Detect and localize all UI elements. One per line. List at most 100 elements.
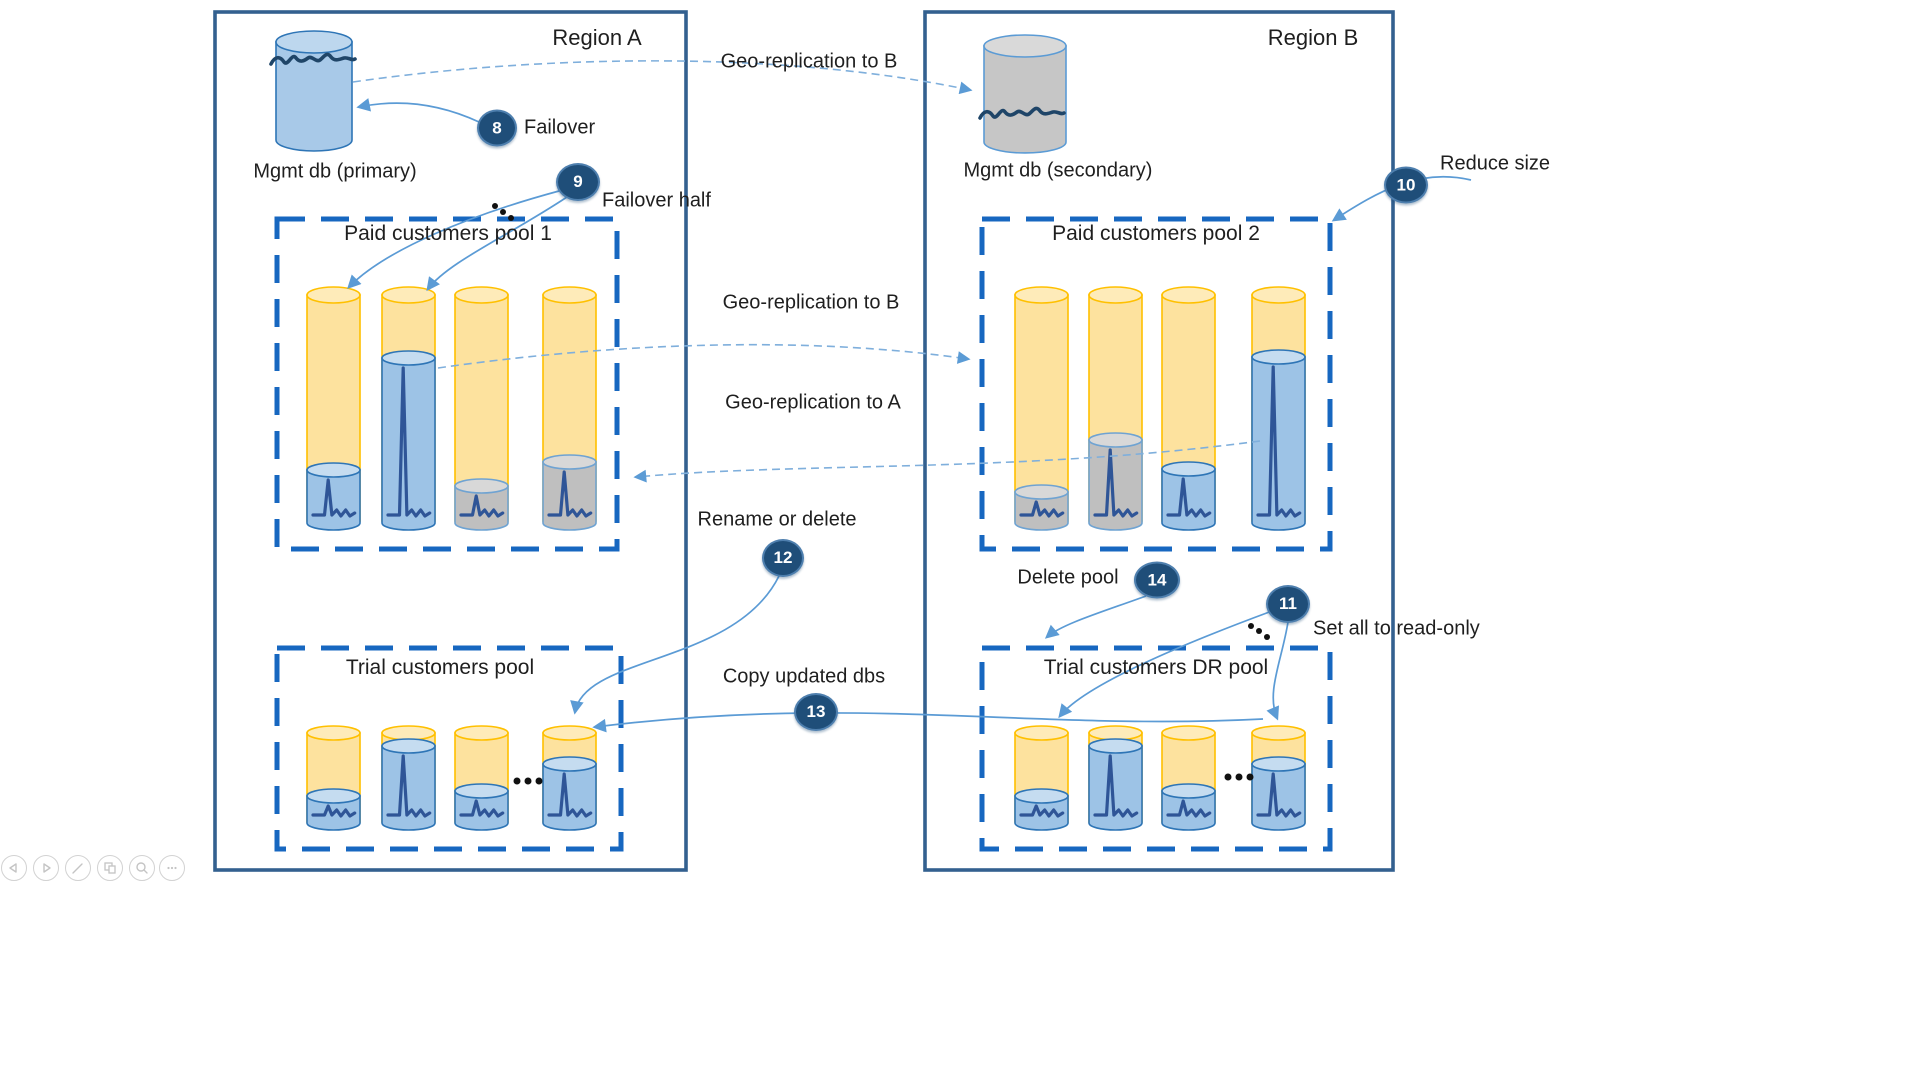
db-usage-sparkline	[547, 470, 593, 518]
paid-pool-2-db-4-blue-overlay	[1251, 349, 1306, 531]
next-slide-button[interactable]	[33, 855, 59, 881]
db-usage-sparkline	[459, 799, 505, 818]
db-usage-sparkline	[1256, 772, 1302, 818]
paid-pool-1-db-4-gray-overlay	[542, 454, 597, 531]
rename-or-delete-label: Rename or delete	[697, 508, 857, 531]
step-badge-8: 8	[477, 109, 517, 147]
geo-replication-to-b-mid-arrow	[437, 343, 971, 369]
step-badge-11: 11	[1266, 585, 1310, 623]
geo-replication-to-b-top-label: Geo-replication to B	[720, 50, 898, 73]
ellipsis-icon	[167, 866, 177, 870]
db-usage-sparkline	[1019, 500, 1065, 518]
next-arrow-icon	[43, 863, 51, 873]
ellipsis-dots-near-step-11	[1248, 623, 1270, 640]
step-badge-12: 12	[762, 539, 804, 577]
pen-tools-button[interactable]	[65, 855, 91, 881]
trial-pool-ellipsis	[513, 777, 543, 785]
trial-dr-pool-db-1-blue-overlay	[1014, 788, 1069, 831]
step-badge-13: 13	[794, 693, 838, 731]
mgmt-db-primary-cylinder	[275, 30, 353, 152]
delete-pool-arrow	[1044, 595, 1147, 639]
trial-pool-db-3-blue-overlay	[454, 783, 509, 831]
step-badge-10-number: 10	[1396, 175, 1416, 194]
geo-replication-to-b-mid-label: Geo-replication to B	[722, 291, 900, 314]
region-a-title: Region A	[552, 25, 642, 50]
db-usage-sparkline	[311, 804, 357, 818]
slide-navigator-button[interactable]	[97, 855, 123, 881]
paid-pool-1-db-2-blue-overlay	[381, 350, 436, 531]
previous-arrow-icon	[9, 863, 17, 873]
ellipsis-dots-near-step-9	[492, 203, 514, 221]
mgmt-db-squiggle	[978, 106, 1066, 120]
db-usage-sparkline	[386, 754, 432, 818]
paid-pool-2-db-3-blue-overlay	[1161, 461, 1216, 531]
more-options-button[interactable]	[159, 855, 185, 881]
paid-pool-1-box	[274, 216, 620, 552]
trial-pool-box	[274, 645, 624, 852]
paid-pool-1-title: Paid customers pool 1	[344, 222, 552, 245]
step-badge-9-number: 9	[573, 172, 583, 191]
mgmt-db-secondary-cylinder	[983, 34, 1067, 154]
step-badge-14-number: 14	[1147, 570, 1167, 589]
region-a-box	[213, 10, 688, 872]
geo-replication-to-b-top-arrow	[352, 60, 973, 95]
mgmt-db-squiggle	[269, 52, 357, 66]
db-usage-sparkline	[1166, 477, 1212, 518]
step-badge-11-number: 11	[1279, 594, 1297, 613]
trial-dr-pool-db-4-blue-overlay	[1251, 756, 1306, 831]
copy-updated-dbs-arrow	[592, 712, 1264, 733]
mgmt-db-secondary-label: Mgmt db (secondary)	[963, 159, 1153, 182]
db-usage-sparkline	[1019, 804, 1065, 818]
trial-dr-pool-title: Trial customers DR pool	[1043, 656, 1269, 679]
db-usage-sparkline	[311, 478, 357, 518]
step-badge-13-number: 13	[806, 702, 826, 721]
db-usage-sparkline	[459, 494, 505, 518]
paid-pool-2-title: Paid customers pool 2	[1052, 222, 1260, 245]
region-b-title: Region B	[1267, 25, 1359, 50]
step-badge-8-number: 8	[492, 118, 502, 137]
zoom-button[interactable]	[129, 855, 155, 881]
trial-pool-db-4-blue-overlay	[542, 756, 597, 831]
region-b-box	[923, 10, 1395, 872]
set-read-only-label: Set all to read-only	[1313, 617, 1480, 640]
geo-replication-to-a-arrow	[633, 440, 1261, 483]
failover-half-arrow-1	[347, 190, 560, 289]
failover-half-label: Failover half	[602, 189, 711, 212]
set-read-only-arrow-1	[1058, 610, 1273, 719]
failover-arrow	[356, 98, 480, 123]
db-usage-sparkline	[1166, 799, 1212, 818]
db-usage-sparkline	[1093, 754, 1139, 818]
reduce-size-label: Reduce size	[1440, 152, 1551, 175]
db-usage-sparkline	[547, 772, 593, 818]
db-usage-sparkline	[1093, 448, 1139, 518]
step-badge-12-number: 12	[773, 548, 793, 567]
copy-updated-dbs-label: Copy updated dbs	[722, 665, 886, 688]
previous-slide-button[interactable]	[1, 855, 27, 881]
step-badge-14: 14	[1134, 561, 1180, 599]
paid-pool-2-db-2-gray-overlay	[1088, 432, 1143, 531]
rename-or-delete-arrow	[570, 575, 780, 715]
trial-pool-db-1-blue-overlay	[306, 788, 361, 831]
set-read-only-arrow-2	[1266, 621, 1289, 721]
presentation-toolbar	[0, 843, 200, 893]
mgmt-db-primary-label: Mgmt db (primary)	[253, 160, 417, 183]
paid-pool-2-db-1-gray-overlay	[1014, 484, 1069, 531]
paid-pool-1-db-1-blue-overlay	[306, 462, 361, 531]
trial-dr-pool-ellipsis	[1224, 773, 1254, 781]
step-badge-9: 9	[556, 163, 600, 201]
step-badge-10: 10	[1384, 166, 1428, 204]
failover-label: Failover	[524, 116, 596, 139]
slide-navigator-icon	[104, 862, 116, 874]
db-usage-sparkline	[386, 366, 432, 518]
db-usage-sparkline	[1256, 365, 1302, 518]
trial-dr-pool-box	[979, 645, 1333, 852]
trial-dr-pool-db-3-blue-overlay	[1161, 783, 1216, 831]
magnifier-icon	[136, 862, 148, 874]
geo-replication-to-a-label: Geo-replication to A	[725, 391, 901, 414]
paid-pool-1-db-3-gray-overlay	[454, 478, 509, 531]
failover-half-arrow-2	[426, 196, 568, 292]
paid-pool-2-box	[979, 216, 1333, 552]
trial-pool-title: Trial customers pool	[345, 656, 535, 679]
